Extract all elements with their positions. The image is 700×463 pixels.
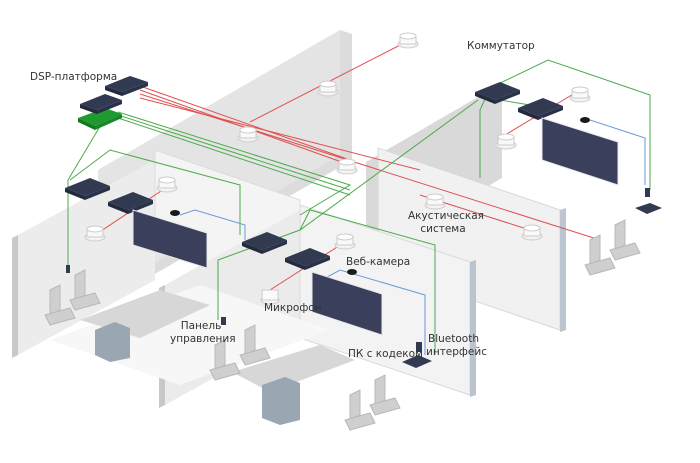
bluetooth-label-line1: Bluetooth [428,333,479,345]
pc-codec-label: ПК с кодеком [348,348,423,360]
switch-device [475,82,520,104]
webcam-icon [580,117,590,123]
small-devices [66,188,662,368]
speaker-icon [521,224,543,241]
webcam-icon [170,210,180,216]
control-panel-icon [645,188,650,197]
speaker-system-label-line2: система [420,223,466,235]
usb-cables [179,119,646,355]
speaker-system-label: Акустическая система [408,210,484,236]
speaker-system-label-line1: Акустическая [408,210,484,222]
speaker-icon [424,193,446,210]
switch-device [65,178,110,200]
speakers [84,32,591,250]
dsp-platform-label: DSP-платформа [30,71,118,83]
speaker-icon [334,233,356,250]
chair-icon [369,374,401,416]
microphone-label: Микрофон [264,302,322,314]
chair-icon [609,219,641,261]
display-screen [132,209,208,269]
chair-icon [209,339,241,381]
pc-codec-device [402,355,432,368]
speaker-icon [84,225,106,242]
control-panel-icon [66,265,70,273]
speaker-icon [495,133,517,150]
display-screen [541,117,619,186]
chair-icon [584,234,616,276]
chair-icon [239,324,271,366]
control-panel-label: Панель управления [170,320,236,346]
switch-devices [65,82,563,270]
webcam-label: Веб-камера [346,256,411,268]
speaker-icon [317,80,339,97]
speaker-icon [336,158,358,175]
chairs [44,219,641,431]
switch-label: Коммутатор [467,40,535,52]
conference-tables [80,290,355,425]
displays [132,117,619,336]
bluetooth-label-line2: интерфейс [426,346,487,358]
speaker-icon [237,126,259,143]
chair-icon [44,284,76,326]
webcam-icon [347,269,357,275]
switch-device [285,248,330,270]
speaker-icon [569,86,591,103]
pc-codec-device [635,203,662,214]
right-room-wall [366,90,566,332]
dsp-platform-device [78,76,148,130]
display-screen [311,271,383,336]
control-panel-label-line1: Панель [180,320,222,332]
chair-icon [69,269,101,311]
speaker-icon [397,32,419,49]
speaker-icon [156,176,178,193]
switch-device [518,98,563,120]
switch-device [242,232,287,254]
control-panel-icon [221,317,226,325]
microphone-icon [260,289,280,305]
control-panel-label-line2: управления [170,333,236,345]
webcams [170,117,590,275]
chair-icon [344,389,376,431]
bluetooth-label: Bluetooth интерфейс [426,333,487,359]
bluetooth-interface-icon [416,342,422,352]
